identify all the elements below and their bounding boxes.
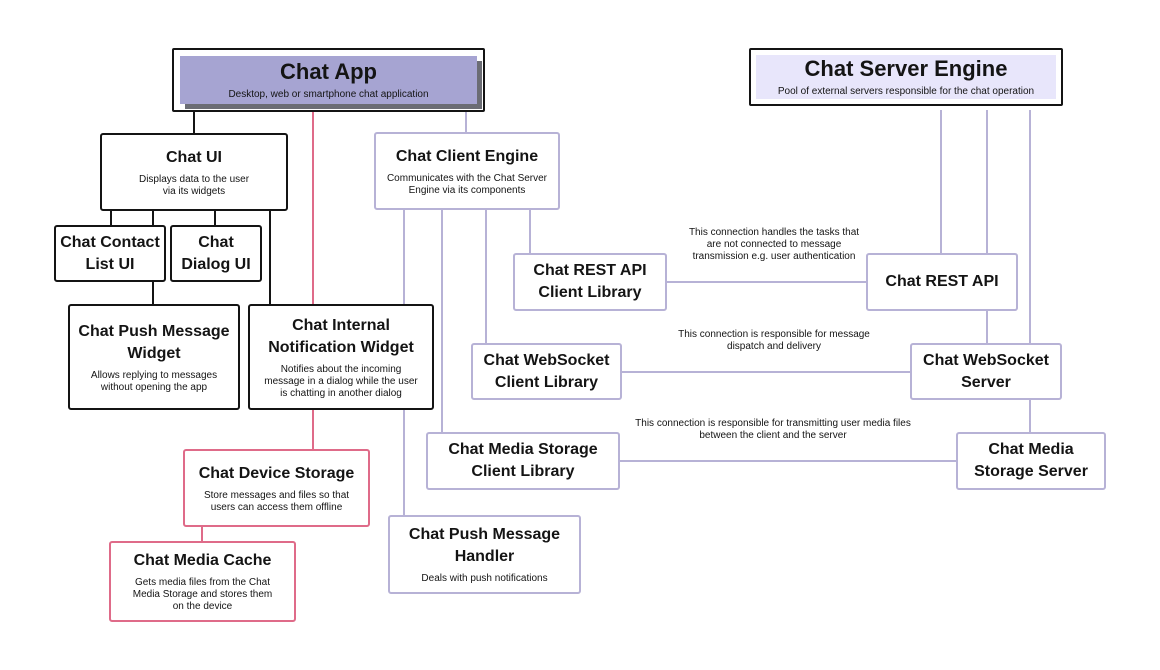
media-cache-title: Chat Media Cache xyxy=(133,552,272,569)
dialog-ui-box: Chat Dialog UI xyxy=(170,225,262,282)
rest-server-box: Chat REST API xyxy=(866,253,1018,311)
ws-server-title: Chat WebSocket Server xyxy=(923,351,1049,391)
server-engine-title: Chat Server Engine xyxy=(804,56,1008,81)
rest-server-title: Chat REST API xyxy=(885,273,999,290)
ws-client-box: Chat WebSocket Client Library xyxy=(471,343,622,400)
chat-app-fill: Chat App Desktop, web or smartphone chat… xyxy=(180,56,477,104)
chat-ui-title: Chat UI xyxy=(166,148,222,166)
server-engine-fill: Chat Server Engine Pool of external serv… xyxy=(756,55,1056,99)
dialog-ui-title: Chat Dialog UI xyxy=(181,233,251,273)
device-storage-desc: Store messages and files so that users c… xyxy=(203,489,350,513)
chat-app-header: Chat App Desktop, web or smartphone chat… xyxy=(172,48,485,112)
device-storage-box: Chat Device Storage Store messages and f… xyxy=(183,449,370,527)
push-handler-title: Chat Push Message Handler xyxy=(408,526,561,565)
ws-server-box: Chat WebSocket Server xyxy=(910,343,1062,400)
ws-connection-note: This connection is responsible for messa… xyxy=(678,329,870,352)
server-engine-desc: Pool of external servers responsible for… xyxy=(777,86,1035,97)
push-widget-box: Chat Push Message Widget Allows replying… xyxy=(68,304,240,410)
internal-widget-box: Chat Internal Notification Widget Notifi… xyxy=(248,304,434,410)
rest-client-box: Chat REST API Client Library xyxy=(513,253,667,311)
chat-app-desc: Desktop, web or smartphone chat applicat… xyxy=(228,89,429,100)
media-server-title: Chat Media Storage Server xyxy=(974,441,1088,480)
push-widget-desc: Allows replying to messages without open… xyxy=(90,369,218,393)
push-widget-title: Chat Push Message Widget xyxy=(78,322,230,362)
device-storage-title: Chat Device Storage xyxy=(198,464,355,482)
media-connection-note: This connection is responsible for trans… xyxy=(635,418,911,441)
client-engine-title: Chat Client Engine xyxy=(395,147,539,165)
chat-ui-desc: Displays data to the user via its widget… xyxy=(138,173,250,197)
media-server-box: Chat Media Storage Server xyxy=(956,432,1106,490)
push-handler-desc: Deals with push notifications xyxy=(421,573,548,584)
internal-widget-title: Chat Internal Notification Widget xyxy=(268,316,414,356)
media-cache-desc: Gets media files from the Chat Media Sto… xyxy=(132,577,273,612)
ws-client-title: Chat WebSocket Client Library xyxy=(483,351,610,391)
media-client-box: Chat Media Storage Client Library xyxy=(426,432,620,490)
media-cache-box: Chat Media Cache Gets media files from t… xyxy=(109,541,296,622)
contact-list-ui-box: Chat Contact List UI xyxy=(54,225,166,282)
rest-connection-note: This connection handles the tasks that a… xyxy=(688,227,860,262)
client-engine-box: Chat Client Engine Communicates with the… xyxy=(374,132,560,210)
contact-list-ui-title: Chat Contact List UI xyxy=(60,233,160,273)
server-engine-header: Chat Server Engine Pool of external serv… xyxy=(749,48,1063,106)
chat-app-title: Chat App xyxy=(280,59,377,84)
chat-ui-box: Chat UI Displays data to the user via it… xyxy=(100,133,288,211)
media-client-title: Chat Media Storage Client Library xyxy=(448,441,598,480)
internal-widget-desc: Notifies about the incoming message in a… xyxy=(264,363,418,399)
rest-client-title: Chat REST API Client Library xyxy=(533,262,647,301)
push-handler-box: Chat Push Message Handler Deals with pus… xyxy=(388,515,581,594)
client-engine-desc: Communicates with the Chat Server Engine… xyxy=(386,172,548,196)
